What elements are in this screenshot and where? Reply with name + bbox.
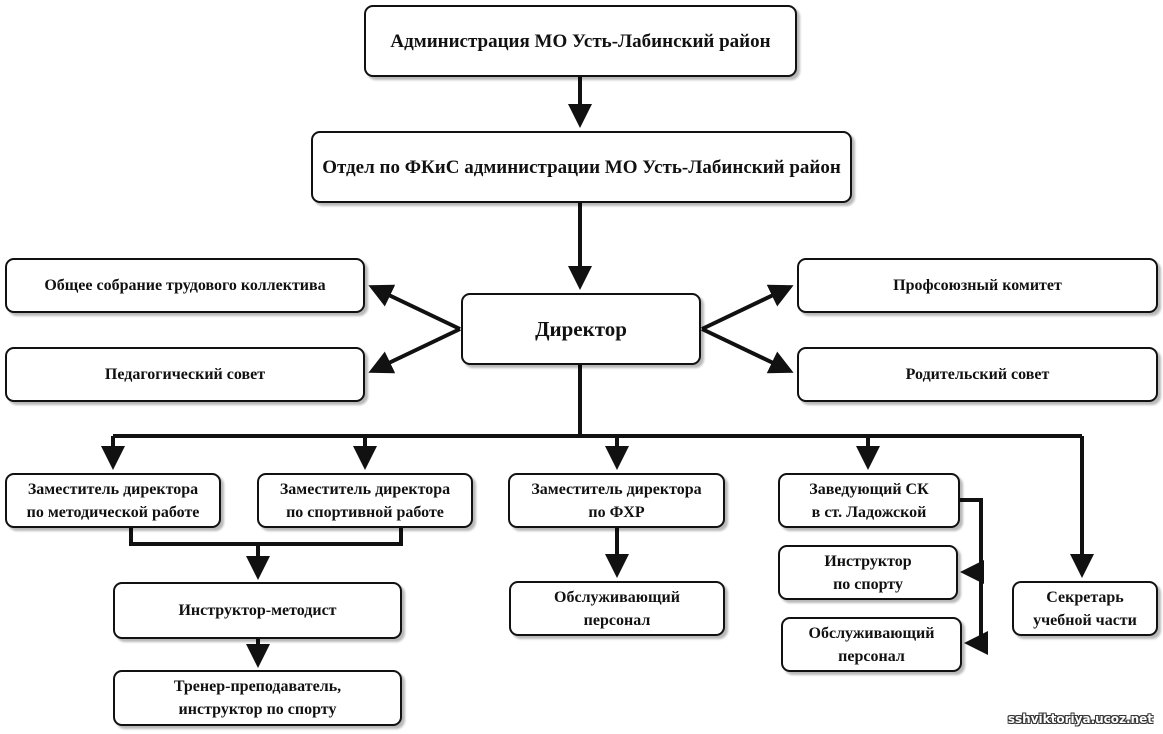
node-pedagogical-council: Педагогический совет: [5, 347, 365, 402]
watermark: sshviktoriya.ucoz.net: [1007, 712, 1153, 726]
edge-sk-trunk: [960, 498, 983, 643]
edge-director-general-meeting: [368, 284, 461, 331]
node-fkis-department: Отдел по ФКиС администрации МО Усть-Лаби…: [311, 131, 852, 203]
node-coach: Тренер-преподаватель, инструктор по спор…: [113, 670, 402, 726]
node-general-meeting: Общее собрание трудового коллектива: [5, 258, 365, 313]
edge-deputies-merge: [129, 527, 403, 546]
node-head-sk: Заведующий СК в ст. Ладожской: [778, 473, 960, 528]
node-deputy-methodical: Заместитель директора по методической ра…: [5, 473, 221, 528]
node-deputy-fhr: Заместитель директора по ФХР: [508, 473, 725, 528]
node-secretary: Секретарь учебной части: [1012, 581, 1158, 636]
node-deputy-sport: Заместитель директора по спортивной рабо…: [257, 473, 473, 528]
node-parent-council: Родительский совет: [797, 347, 1158, 402]
node-instructor-methodist: Инструктор-методист: [113, 582, 402, 639]
edge-director-ped-council: [368, 327, 461, 374]
node-trade-union: Профсоюзный комитет: [797, 258, 1158, 313]
edge-director-union: [701, 284, 794, 331]
node-service-staff: Обслуживающий персонал: [509, 581, 725, 636]
node-director: Директор: [461, 293, 701, 365]
edge-director-parent-council: [701, 327, 794, 374]
node-administration: Администрация МО Усть-Лабинский район: [364, 5, 797, 77]
node-sk-instructor: Инструктор по спорту: [778, 545, 958, 600]
node-sk-service-staff: Обслуживающий персонал: [781, 617, 962, 672]
